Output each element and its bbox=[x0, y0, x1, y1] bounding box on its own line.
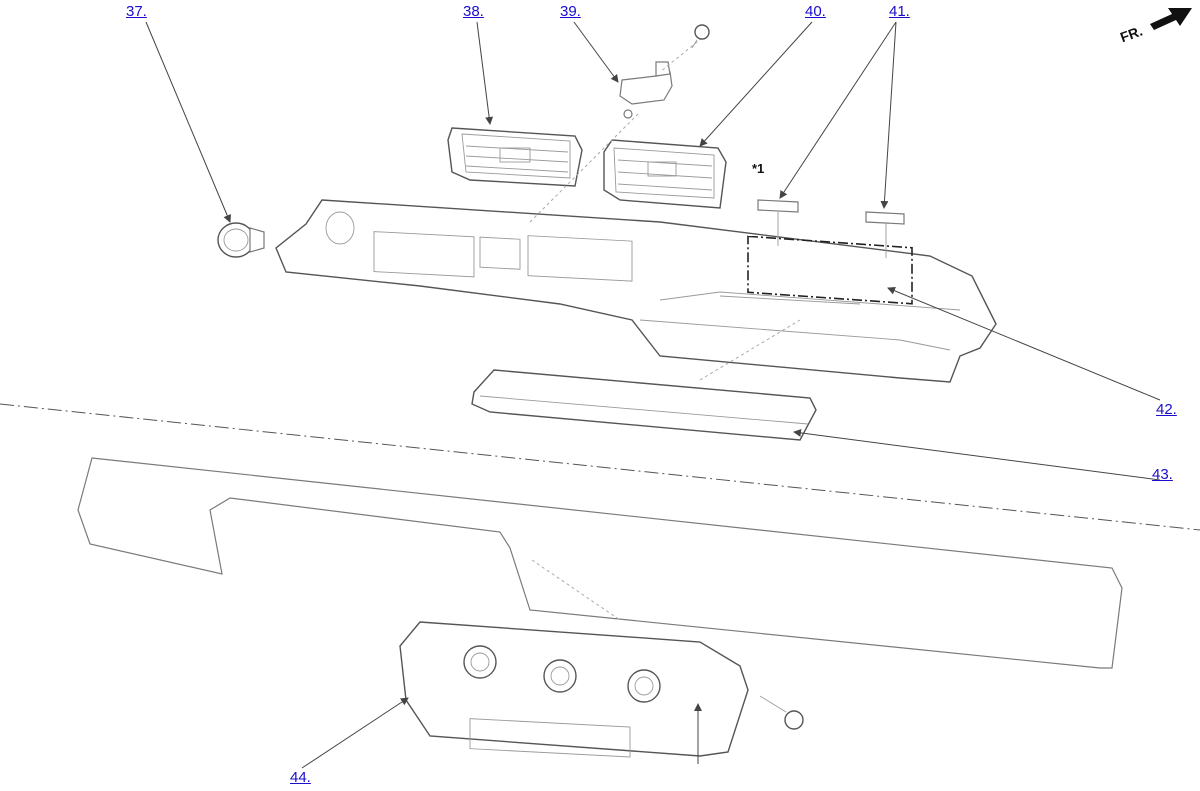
part-39-bracket bbox=[619, 24, 710, 119]
callout-43[interactable]: 43. bbox=[1152, 466, 1173, 483]
callout-44[interactable]: 44. bbox=[290, 769, 311, 786]
note-star-1: *1 bbox=[752, 161, 765, 176]
part-44-climate-panel bbox=[399, 559, 804, 758]
part-43-lower-panel bbox=[471, 319, 817, 441]
callout-40[interactable]: 40. bbox=[805, 3, 826, 20]
front-arrow-icon bbox=[1150, 8, 1192, 30]
callout-38[interactable]: 38. bbox=[463, 3, 484, 20]
callout-41[interactable]: 41. bbox=[889, 3, 910, 20]
leader-lines bbox=[145, 21, 1161, 769]
part-38-air-vent-left bbox=[447, 127, 583, 187]
callout-37[interactable]: 37. bbox=[126, 3, 147, 20]
part-37-knob bbox=[217, 222, 265, 258]
center-line bbox=[0, 403, 1200, 531]
callout-42[interactable]: 42. bbox=[1156, 401, 1177, 418]
dashboard-trim bbox=[77, 457, 1123, 669]
callout-39[interactable]: 39. bbox=[560, 3, 581, 20]
part-41-clips-group bbox=[747, 199, 913, 305]
main-panel-bracket bbox=[275, 111, 997, 383]
part-40-air-vent-right bbox=[603, 139, 727, 209]
